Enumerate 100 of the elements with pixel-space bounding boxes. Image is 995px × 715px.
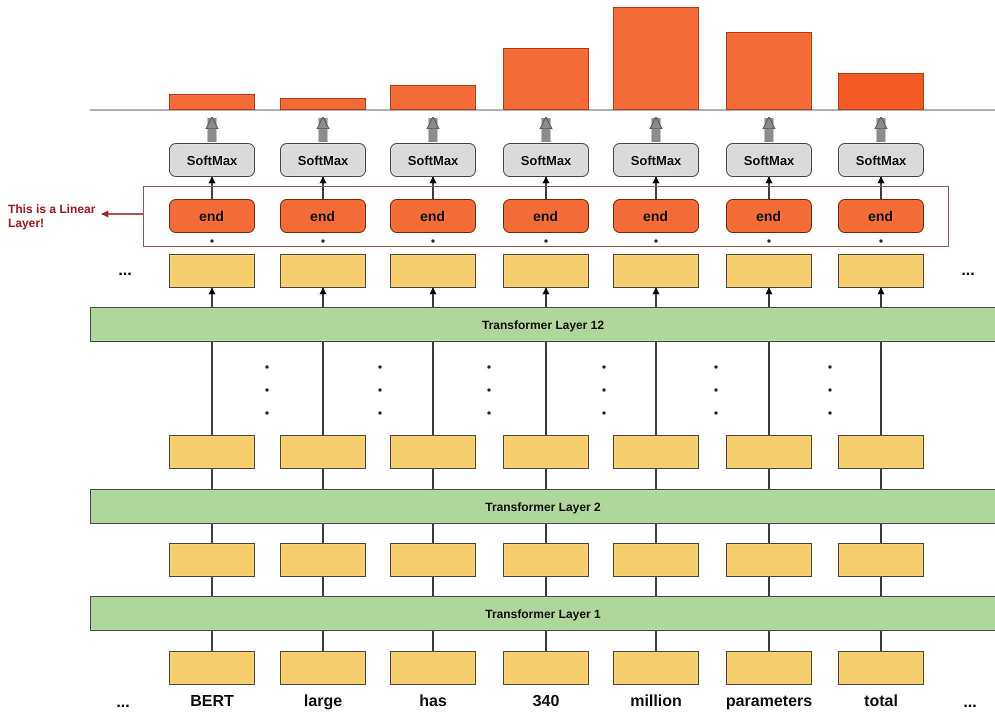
connector-line [545, 577, 547, 596]
end-box: end [280, 198, 366, 232]
embedding-box [838, 651, 924, 685]
word-label: BERT [190, 693, 234, 711]
connector-line [655, 469, 657, 489]
embedding-box [838, 543, 924, 577]
embedding-box [390, 651, 476, 685]
callout-text: This is a Linear Layer! [8, 196, 100, 236]
arrow [652, 176, 660, 199]
connector-line [880, 631, 882, 651]
embedding-box [169, 651, 255, 685]
connector-line [545, 342, 547, 435]
embedding-box [613, 435, 699, 469]
ellipsis-text: ... [116, 694, 130, 712]
embedding-box [613, 543, 699, 577]
embedding-box [726, 543, 812, 577]
embedding-box [726, 651, 812, 685]
connector-line [211, 342, 213, 435]
probability-bar [280, 98, 366, 110]
arrow [208, 176, 216, 199]
connector-line [211, 631, 213, 651]
connector-line [768, 524, 770, 543]
connector-line [322, 524, 324, 543]
word-label: has [419, 693, 447, 711]
word-label: total [864, 693, 898, 711]
end-box: end [726, 198, 812, 232]
embedding-box [390, 435, 476, 469]
ellipsis-text: ... [118, 262, 132, 280]
embedding-box [503, 254, 589, 288]
probability-bar [838, 73, 924, 110]
connector-line [432, 469, 434, 489]
block-arrow [206, 116, 218, 142]
transformer-layer-bar: Transformer Layer 2 [90, 489, 995, 524]
probability-bar [726, 32, 812, 110]
connector-line [432, 342, 434, 435]
connector-line [655, 524, 657, 543]
embedding-box [390, 543, 476, 577]
connector-line [432, 524, 434, 543]
word-label: large [304, 693, 342, 711]
connector-line [655, 577, 657, 596]
probability-bar [613, 7, 699, 110]
softmax-box: SoftMax [390, 143, 476, 177]
embedding-box [726, 254, 812, 288]
softmax-box: SoftMax [838, 143, 924, 177]
arrow [101, 210, 143, 218]
embedding-box [280, 435, 366, 469]
connector-line [432, 577, 434, 596]
end-box: end [168, 198, 254, 232]
embedding-box [280, 254, 366, 288]
arrow [208, 287, 216, 307]
embedding-box [169, 435, 255, 469]
arrow [320, 287, 326, 307]
arrow [766, 176, 772, 199]
block-arrow [874, 116, 888, 142]
softmax-box: SoftMax [280, 143, 366, 177]
connector-line [322, 342, 324, 435]
block-arrow [426, 116, 440, 142]
embedding-box [503, 543, 589, 577]
connector-line [211, 577, 213, 596]
embedding-box [613, 254, 699, 288]
connector-line [880, 524, 882, 543]
arrow [430, 176, 436, 199]
end-box: end [838, 198, 924, 232]
arrow [430, 287, 436, 307]
embedding-box [169, 543, 255, 577]
softmax-box: SoftMax [503, 143, 589, 177]
connector-line [768, 631, 770, 651]
connector-line [768, 342, 770, 435]
ellipsis-text: ... [961, 262, 975, 280]
connector-line [545, 631, 547, 651]
block-arrow [650, 116, 662, 142]
connector-line [322, 577, 324, 596]
connector-line [655, 342, 657, 435]
connector-line [545, 524, 547, 543]
end-box: end [390, 198, 476, 232]
end-box: end [612, 198, 698, 232]
transformer-layer-bar: Transformer Layer 1 [90, 596, 995, 631]
arrow [542, 176, 550, 199]
arrow [766, 287, 772, 307]
embedding-box [838, 254, 924, 288]
arrow [652, 287, 660, 307]
softmax-box: SoftMax [613, 143, 699, 177]
word-label: million [630, 693, 682, 711]
word-label: 340 [532, 693, 560, 711]
embedding-box [838, 435, 924, 469]
embedding-box [280, 543, 366, 577]
connector-line [768, 469, 770, 489]
embedding-box [280, 651, 366, 685]
arrow [320, 176, 326, 199]
embedding-box [503, 435, 589, 469]
connector-line [880, 577, 882, 596]
ellipsis-text: ... [963, 694, 977, 712]
transformer-layer-bar: Transformer Layer 12 [90, 307, 995, 342]
arrow [542, 287, 550, 307]
embedding-box [390, 254, 476, 288]
connector-line [545, 469, 547, 489]
connector-line [880, 342, 882, 435]
connector-line [211, 469, 213, 489]
connector-line [655, 631, 657, 651]
end-box: end [502, 198, 588, 232]
